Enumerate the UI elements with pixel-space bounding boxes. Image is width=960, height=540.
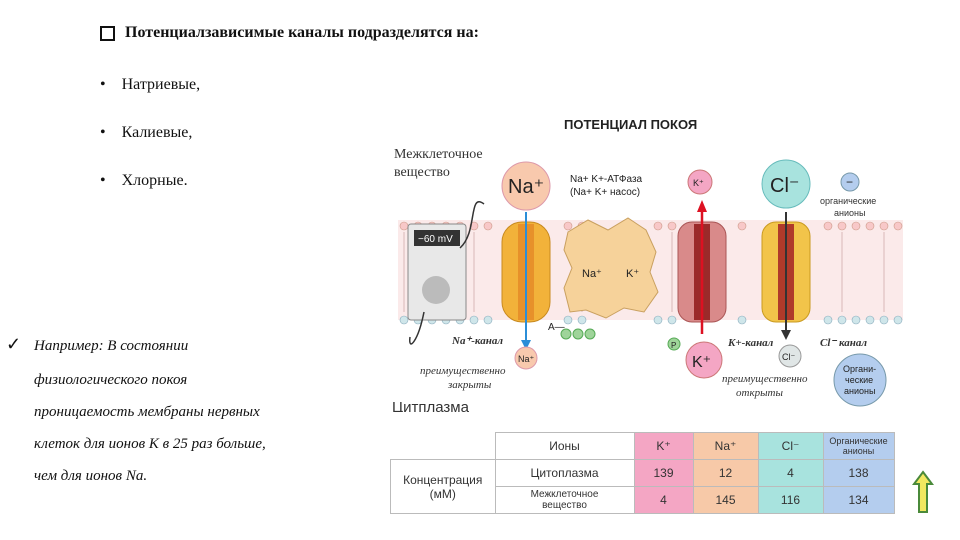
- table-header-organic: Органические анионы: [822, 432, 895, 460]
- bullet-text: Натриевые,: [121, 76, 201, 93]
- diagram-title: ПОТЕНЦИАЛ ПОКОЯ: [564, 117, 697, 132]
- bullet-marker: •: [100, 124, 106, 141]
- cl-ion-small: [778, 344, 802, 368]
- note-line: клеток для ионов K в 25 раз больше,: [34, 436, 266, 452]
- table-cell: 116: [757, 486, 824, 514]
- cl-channel-label: Cl⁻ канал: [820, 337, 867, 349]
- pump-na-label: Na⁺: [582, 268, 602, 280]
- row-label-line: (мМ): [429, 486, 456, 501]
- organic-label: Органи-: [843, 364, 876, 374]
- k-ion-circle: [687, 169, 713, 195]
- table-cell: 4: [633, 486, 694, 514]
- na-ion-small: [514, 346, 538, 370]
- list-item: • Калиевые,: [100, 124, 192, 142]
- table-cell: 138: [822, 459, 895, 487]
- resting-potential-diagram: ПОТЕНЦИАЛ ПОКОЯ Межклеточное вещество −6…: [392, 117, 903, 412]
- note-line: физиологического покоя: [34, 372, 188, 388]
- bullet-text: Калиевые,: [121, 124, 193, 141]
- open-label: преимущественно: [722, 373, 808, 385]
- extracellular-label: Межклеточное: [394, 147, 483, 162]
- cytoplasm-label: Цитплазма: [392, 399, 470, 412]
- electrode-wire: [459, 201, 485, 249]
- table-cell: 139: [633, 459, 694, 487]
- table-header-k: K⁺: [633, 432, 694, 460]
- row-label-line: Концентрация: [403, 472, 483, 487]
- organic-anion-big: [833, 353, 887, 407]
- na-ion-circle: [501, 161, 551, 211]
- organic-anions-label: анионы: [834, 208, 865, 218]
- table-row-label: Концентрация (мМ): [390, 459, 496, 514]
- open-label: открыты: [736, 387, 783, 399]
- organic-label: анионы: [844, 386, 875, 396]
- p-label: P: [671, 341, 676, 350]
- up-arrow-nav-button[interactable]: [912, 470, 934, 514]
- closed-label: закрыты: [447, 379, 492, 391]
- concentration-table: Ионы K⁺ Na⁺ Cl⁻ Органические анионы Конц…: [390, 432, 895, 514]
- extracellular-label: вещество: [394, 165, 450, 180]
- table-header-cl: Cl⁻: [757, 432, 824, 460]
- checkmark-icon: ✓: [6, 334, 22, 354]
- table-cell: 12: [692, 459, 759, 487]
- na-k-pump: [563, 217, 659, 319]
- cell-line: вещество: [542, 500, 587, 511]
- organic-label: ческие: [845, 375, 873, 385]
- cl-arrowhead: [781, 330, 791, 340]
- bullet-marker: •: [100, 172, 106, 189]
- k-arrowhead: [697, 200, 707, 212]
- voltmeter-display: [414, 230, 460, 246]
- table-header-na: Na⁺: [692, 432, 759, 460]
- voltmeter-knob: [422, 276, 450, 304]
- organic-anions-label: органические: [820, 196, 876, 206]
- table-cell: 145: [692, 486, 759, 514]
- checkbox-bullet-icon: [100, 25, 115, 41]
- phosphate-icon: [560, 328, 572, 340]
- note-line: чем для ионов Na.: [34, 468, 148, 484]
- note-line: проницаемость мембраны нервных: [34, 404, 260, 420]
- na-ion-label: Na⁺: [508, 176, 544, 198]
- cl-ion-circle: [761, 159, 811, 209]
- pump-k-label: K⁺: [626, 268, 639, 280]
- phosphate-icon: [667, 337, 681, 351]
- k-ion-label: K⁺: [693, 178, 704, 188]
- atpase-label: (Na+ K+ насос): [570, 187, 640, 198]
- cl-ion-small-label: Cl⁻: [782, 352, 795, 362]
- k-channel-label: K+-канал: [727, 337, 774, 349]
- table-header: Ионы: [494, 432, 635, 460]
- note-line: Например: В состоянии: [34, 338, 189, 354]
- voltmeter: [407, 223, 467, 321]
- voltmeter-reading: −60 mV: [418, 234, 453, 245]
- atpase-label: Na+ K+-АТФаза: [570, 174, 643, 185]
- heading-text: Потенциалзависимые каналы подразделятся …: [125, 24, 479, 41]
- k-ion-big-label: K⁺: [692, 354, 711, 371]
- up-arrow-icon[interactable]: [912, 470, 934, 513]
- list-item: • Натриевые,: [100, 76, 200, 94]
- list-item: • Хлорные.: [100, 172, 188, 190]
- table-corner: [390, 432, 496, 460]
- cell-line: Межклеточное: [530, 489, 599, 500]
- a-label: A—: [548, 322, 565, 333]
- na-ion-small-label: Na⁺: [518, 354, 535, 364]
- bullet-text: Хлорные.: [121, 172, 188, 189]
- phosphate-icon: [572, 328, 584, 340]
- bullet-marker: •: [100, 76, 106, 93]
- cl-ion-label: Cl⁻: [770, 175, 799, 197]
- table-cell: Цитоплазма: [494, 459, 635, 487]
- electrode-wire: [409, 311, 425, 345]
- phosphate-icon: [584, 328, 596, 340]
- table-cell: 4: [757, 459, 824, 487]
- na-arrowhead: [521, 340, 531, 350]
- closed-label: преимущественно: [420, 365, 506, 377]
- na-channel-label: Na⁺-канал: [451, 335, 503, 347]
- minus-label: −: [846, 175, 853, 189]
- table-cell: Межклеточное вещество: [494, 486, 635, 514]
- organic-anion-circle: [840, 172, 860, 192]
- k-ion-big: [685, 341, 723, 379]
- table-cell: 134: [822, 486, 895, 514]
- slide-heading: Потенциалзависимые каналы подразделятся …: [100, 24, 479, 42]
